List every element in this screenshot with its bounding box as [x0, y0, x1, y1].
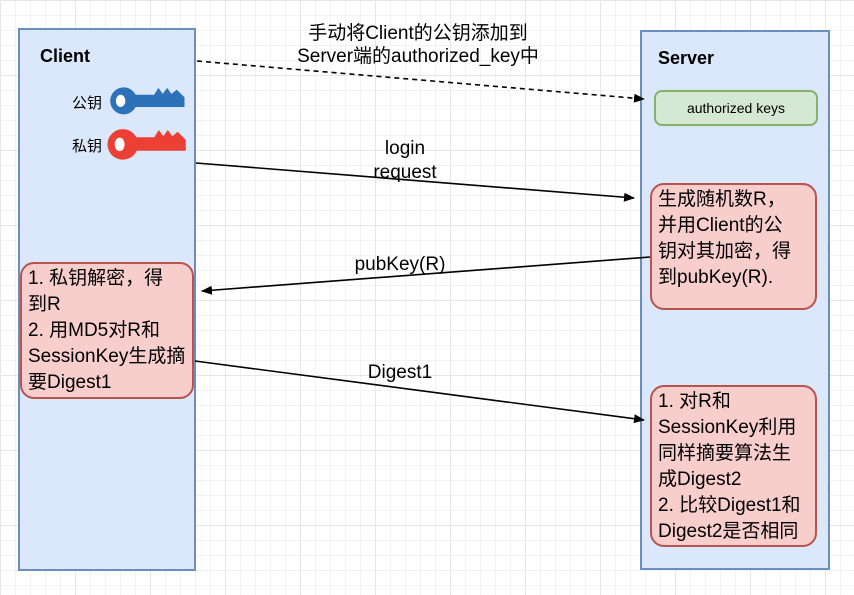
server-random-note: 生成随机数R， 并用Client的公 钥对其加密，得 到pubKey(R). — [650, 183, 817, 310]
server-title: Server — [658, 48, 715, 68]
private-key-label: 私钥 — [72, 138, 103, 155]
private-key-icon — [107, 121, 189, 171]
server-verify-note: 1. 对R和 SessionKey利用 同样摘要算法生 成Digest2 2. … — [650, 385, 817, 547]
public-key-label: 公钥 — [72, 95, 103, 112]
digest1-label: Digest1 — [367, 362, 433, 383]
login-request-label: login request — [373, 138, 437, 183]
authorized-keys-box: authorized keys — [654, 90, 818, 126]
client-title: Client — [40, 46, 91, 66]
client-decrypt-note: 1. 私钥解密，得 到R 2. 用MD5对R和 SessionKey生成摘 要D… — [20, 262, 194, 399]
pubkey-label: pubKey(R) — [354, 254, 446, 275]
setup-annotation: 手动将Client的公钥添加到 Server端的authorized_key中 — [297, 23, 539, 67]
public-key-icon — [107, 80, 189, 125]
